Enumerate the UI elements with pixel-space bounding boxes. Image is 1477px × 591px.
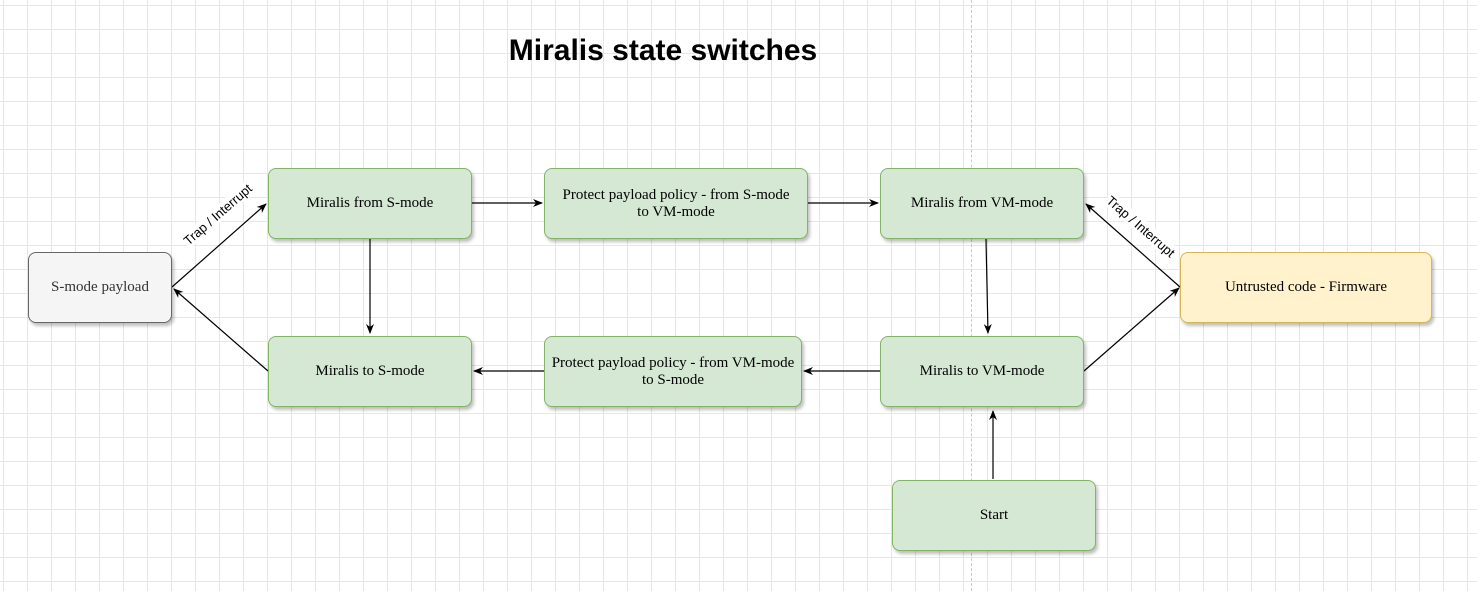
node-miralis-to-smode[interactable]: Miralis to S-mode <box>268 336 472 407</box>
edge-to-vmmode-to-firmware <box>1083 287 1180 372</box>
node-untrusted-firmware[interactable]: Untrusted code - Firmware <box>1180 252 1432 323</box>
edge-from-vmmode-to-to-vmmode <box>983 238 992 334</box>
node-miralis-from-vmmode[interactable]: Miralis from VM-mode <box>880 168 1084 239</box>
node-miralis-from-smode[interactable]: Miralis from S-mode <box>268 168 472 239</box>
node-miralis-to-vmmode[interactable]: Miralis to VM-mode <box>880 336 1084 407</box>
edge-firmware-to-from-vmmode <box>1085 203 1181 288</box>
edge-miralis-to-smode-to-payload <box>173 288 269 372</box>
node-smode-payload[interactable]: S-mode payload <box>28 252 172 323</box>
edge-payload-to-miralis-from-smode <box>171 203 267 288</box>
page-guide-line <box>971 0 972 591</box>
node-protect-vm-to-s[interactable]: Protect payload policy - from VM-mode to… <box>544 336 802 407</box>
diagram-title: Miralis state switches <box>508 34 818 67</box>
node-protect-s-to-vm[interactable]: Protect payload policy - from S-mode to … <box>544 168 808 239</box>
node-start[interactable]: Start <box>892 480 1096 551</box>
